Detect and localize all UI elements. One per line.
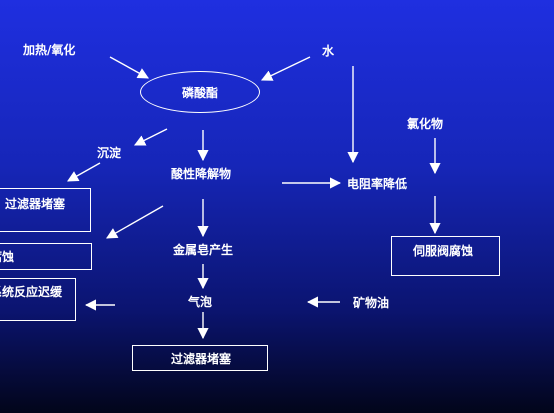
arrow-heat-to-ester — [109, 56, 149, 79]
node-phosphate-ester-ellipse — [140, 71, 260, 113]
node-resistivity-drop: 电阻率降低 — [347, 177, 408, 191]
arrow-sediment-to-filter — [67, 162, 101, 182]
node-filter-clog-left-label: 过滤器堵塞 — [5, 197, 66, 211]
node-mineral-oil: 矿物油 — [353, 296, 390, 310]
node-phosphate-ester: 磷酸酯 — [182, 86, 219, 100]
node-servo-valve-corrosion-label: 伺服阀腐蚀 — [413, 244, 474, 258]
node-chloride: 氯化物 — [407, 117, 444, 131]
arrow-water-to-ester — [260, 56, 311, 81]
node-corrosion: 腐蚀 — [0, 243, 92, 270]
node-filter-clog-bottom-label: 过滤器堵塞 — [171, 352, 232, 366]
node-water: 水 — [322, 44, 335, 58]
node-corrosion-label: 腐蚀 — [0, 250, 15, 264]
node-acidic-degradation: 酸性降解物 — [171, 167, 232, 181]
node-system-response-delay: 系统反应迟缓 — [0, 278, 76, 321]
node-filter-clog-left: 过滤器堵塞 — [0, 188, 91, 232]
arrow-acidic-to-corrosion — [106, 205, 164, 239]
node-heat-oxidation: 加热/氧化 — [23, 43, 76, 57]
node-bubbles: 气泡 — [188, 295, 213, 309]
arrow-ester-to-sediment — [133, 128, 168, 146]
node-sediment: 沉淀 — [97, 146, 122, 160]
node-filter-clog-bottom: 过滤器堵塞 — [132, 345, 268, 371]
node-servo-valve-corrosion: 伺服阀腐蚀 — [391, 236, 500, 276]
node-metal-soap: 金属皂产生 — [173, 243, 234, 257]
node-system-response-delay-label: 系统反应迟缓 — [0, 285, 63, 299]
